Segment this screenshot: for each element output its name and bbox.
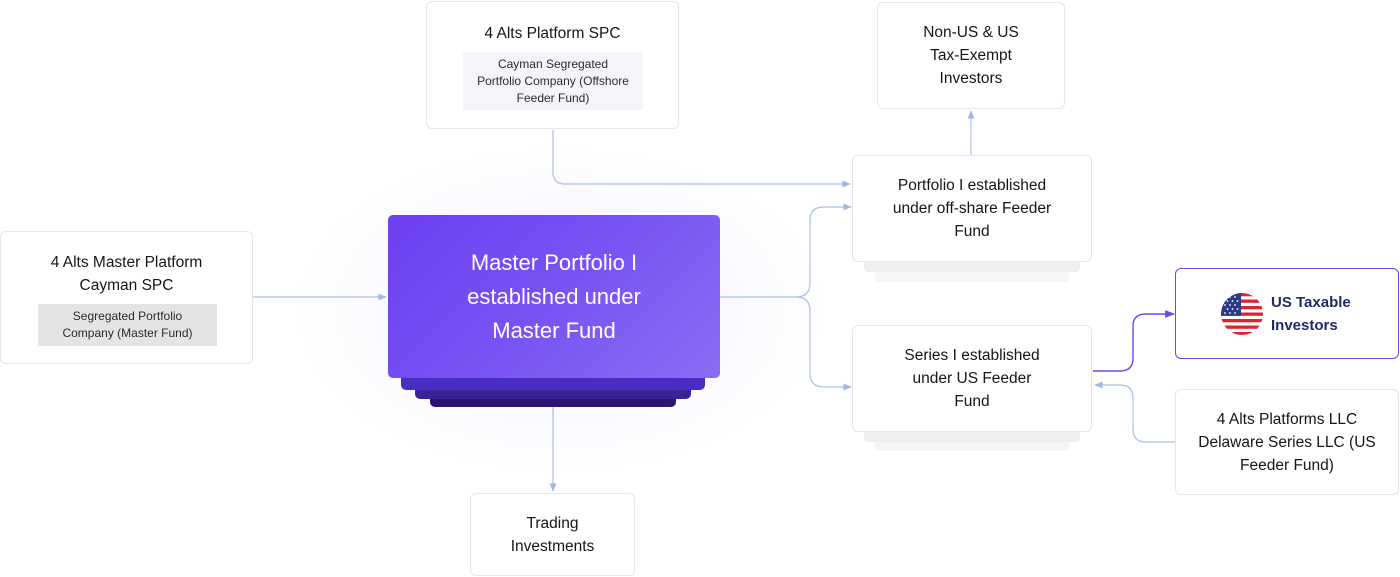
master-platform-subtitle: Segregated Portfolio Company (Master Fun… (38, 304, 217, 346)
platform-spc-title: 4 Alts Platform SPC (484, 25, 621, 42)
connector-master-to-portfolio-i (720, 203, 852, 298)
trading-title: Trading Investments (510, 514, 595, 555)
master-portfolio-title: Master Portfolio I established under Mas… (467, 249, 641, 343)
master-platform-title: 4 Alts Master Platform Cayman SPC (50, 254, 203, 294)
us-taxable-box: US Taxable Investors (1175, 268, 1399, 359)
connector-series-i-to-us-taxable (1093, 310, 1175, 372)
series-i-title: Series I established under US Feeder Fun… (904, 347, 1040, 410)
platform-spc-subtitle: Cayman Segregated Portfolio Company (Off… (463, 52, 643, 110)
portfolio-i-box: Portfolio I established under off-share … (852, 155, 1092, 262)
alts-llc-box: 4 Alts Platforms LLC Delaware Series LLC… (1175, 389, 1399, 495)
connector-spc-to-portfolio-i (552, 130, 851, 188)
master-portfolio-box: Master Portfolio I established under Mas… (388, 215, 720, 378)
master-platform-box: 4 Alts Master Platform Cayman SPC Segreg… (0, 231, 253, 364)
connector-llc-to-series-i (1094, 381, 1176, 443)
connector-master-to-series-i (795, 296, 852, 391)
alts-llc-title: 4 Alts Platforms LLC Delaware Series LLC… (1198, 410, 1376, 474)
non-us-title: Non-US & US Tax-Exempt Investors (923, 24, 1019, 87)
platform-spc-box: 4 Alts Platform SPC Cayman Segregated Po… (426, 1, 679, 129)
us-taxable-title: US Taxable Investors (1271, 294, 1351, 334)
us-flag-icon (1221, 293, 1263, 335)
master-layer-1 (401, 374, 705, 390)
portfolio-i-title: Portfolio I established under off-share … (892, 177, 1052, 240)
trading-box: Trading Investments (470, 493, 635, 576)
non-us-box: Non-US & US Tax-Exempt Investors (877, 2, 1065, 109)
series-i-box: Series I established under US Feeder Fun… (852, 325, 1092, 432)
